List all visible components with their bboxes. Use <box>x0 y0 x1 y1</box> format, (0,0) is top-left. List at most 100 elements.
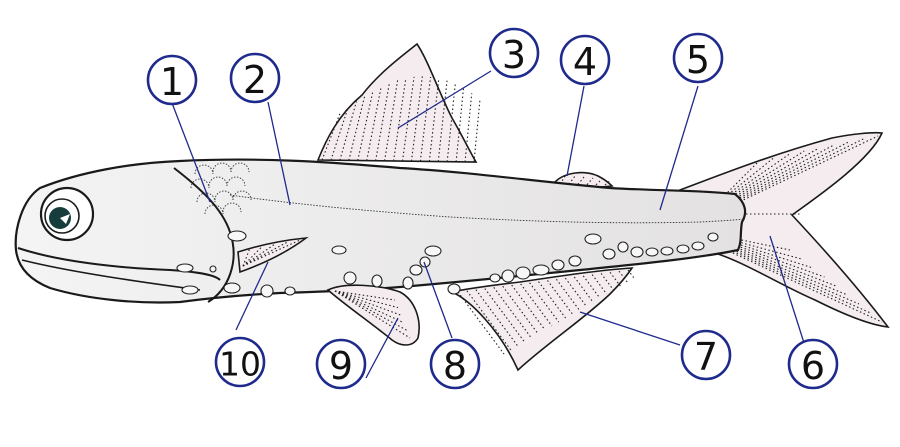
anal-fin-ray <box>520 283 553 327</box>
photophore <box>181 285 199 295</box>
badge-5-text: 5 <box>686 38 710 82</box>
adipose-fin-ray <box>568 175 576 185</box>
anal-fin-ray <box>457 291 505 355</box>
caudal-fin-ray <box>721 147 820 205</box>
caudal-fin-ray <box>721 156 776 200</box>
photophore <box>617 241 629 253</box>
pectoral-fin-ray <box>242 239 301 267</box>
anal-fin <box>449 267 635 372</box>
photophore <box>331 245 347 255</box>
badge-9-text: 9 <box>329 344 353 388</box>
pelvic-fin <box>326 284 420 346</box>
photophore <box>402 276 414 290</box>
scale-mark <box>204 204 224 215</box>
badge-4: 4 <box>559 34 611 86</box>
leader-6 <box>769 235 806 347</box>
anal-fin-ray <box>511 284 546 331</box>
leader-10 <box>235 261 269 331</box>
photophore <box>343 271 357 285</box>
dorsal-fin-ray <box>446 83 456 162</box>
photophore <box>691 241 705 251</box>
photophore <box>223 282 241 294</box>
scale-mark <box>208 176 228 187</box>
pectoral-fin-ray <box>242 247 251 267</box>
photophore <box>227 230 247 242</box>
photophore <box>489 273 501 283</box>
scale-mark <box>212 162 232 173</box>
caudal-fin-ray <box>721 144 835 206</box>
caudal-fin-ray <box>721 236 802 260</box>
leader-8 <box>423 261 453 339</box>
photophore <box>371 274 383 288</box>
anal-fin-ray <box>466 290 512 351</box>
caudal-fin-ray <box>721 153 790 202</box>
pelvic-fin-ray <box>334 290 411 339</box>
photophore <box>260 284 274 298</box>
photophore <box>584 233 602 245</box>
photophore <box>707 232 719 242</box>
eye <box>39 186 95 242</box>
photophore <box>660 246 674 256</box>
dorsal-fin <box>316 42 481 163</box>
lateral-line <box>229 194 746 224</box>
photophore <box>424 245 442 257</box>
photophore <box>630 246 644 258</box>
pectoral-fin-ray <box>242 243 276 267</box>
photophores <box>176 230 719 298</box>
dorsal-fin-ray <box>384 80 399 161</box>
scale-mark <box>194 164 214 175</box>
leader-9 <box>365 317 399 379</box>
leader-3 <box>397 70 492 129</box>
badge-5: 5 <box>672 32 724 84</box>
leader-2 <box>267 101 291 206</box>
photophore <box>409 264 423 276</box>
dorsal-fin-ray <box>366 86 382 161</box>
photophore <box>284 286 296 296</box>
badge-1-text: 1 <box>160 60 184 104</box>
badge-2: 2 <box>229 52 281 104</box>
anal-fin-ray <box>609 271 621 287</box>
photophore <box>501 269 515 283</box>
scale-mark <box>190 178 210 189</box>
anal-fin-ray <box>484 288 525 343</box>
badge-1: 1 <box>146 54 198 106</box>
dorsal-fin-ray <box>348 95 366 161</box>
leader-lines <box>171 70 806 379</box>
pelvic-fin-ray <box>334 290 405 324</box>
badge-10-text: 10 <box>219 345 261 384</box>
leader-1 <box>171 102 211 203</box>
pectoral-fin-ray <box>242 241 288 267</box>
caudal-fin-ray <box>721 135 879 211</box>
leader-4 <box>566 85 585 177</box>
adipose-fin-ray <box>577 176 585 185</box>
caudal-fin-ray <box>721 242 848 296</box>
anal-fin-ray <box>564 277 587 307</box>
badge-8: 8 <box>429 338 481 390</box>
photophore <box>515 266 531 280</box>
pectoral-fin-ray <box>242 245 263 267</box>
dorsal-fin-ray <box>473 99 481 163</box>
dorsal-fin-ray <box>455 88 465 162</box>
caudal-fin-ray <box>721 245 871 314</box>
scale-mark <box>230 162 250 173</box>
anal-fin-ray <box>582 275 601 299</box>
photophore <box>447 283 461 295</box>
anal-fin-ray <box>529 282 560 323</box>
adipose-fin-ray <box>586 177 594 185</box>
photophore <box>209 265 217 273</box>
caudal-fin-ray <box>721 159 761 199</box>
scale-mark <box>226 176 246 187</box>
dorsal-fin-ray <box>375 82 390 161</box>
badge-3-text: 3 <box>502 33 526 77</box>
photophore <box>568 255 582 267</box>
pectoral-fin <box>237 236 309 274</box>
leader-5 <box>659 85 699 211</box>
photophore <box>551 259 565 271</box>
badge-9: 9 <box>315 338 367 390</box>
caudal-fin-ray <box>721 244 860 305</box>
anal-fin-ray <box>573 276 594 303</box>
photophore <box>176 263 194 273</box>
pelvic-fin-ray <box>334 290 399 309</box>
scale-mark <box>214 190 234 201</box>
